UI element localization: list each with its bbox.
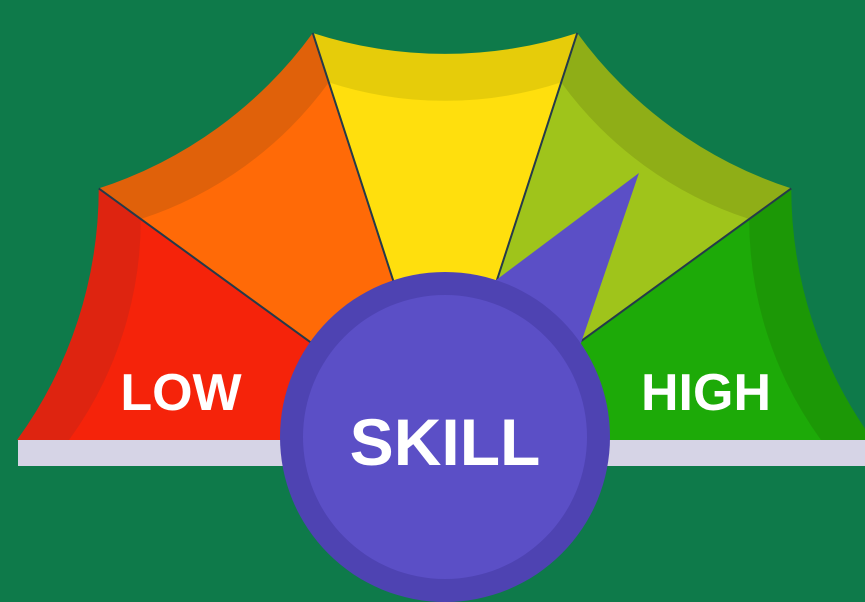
gauge-segment-yellow-inner <box>328 82 562 441</box>
high-label: HIGH <box>641 364 771 422</box>
gauge-divider <box>565 187 792 353</box>
gauge-divider <box>490 32 579 298</box>
gauge-hub <box>303 295 587 579</box>
skill-label: SKILL <box>350 405 541 479</box>
gauge-divider <box>98 187 325 353</box>
gauge-divider <box>311 32 400 298</box>
low-label: LOW <box>120 364 242 422</box>
